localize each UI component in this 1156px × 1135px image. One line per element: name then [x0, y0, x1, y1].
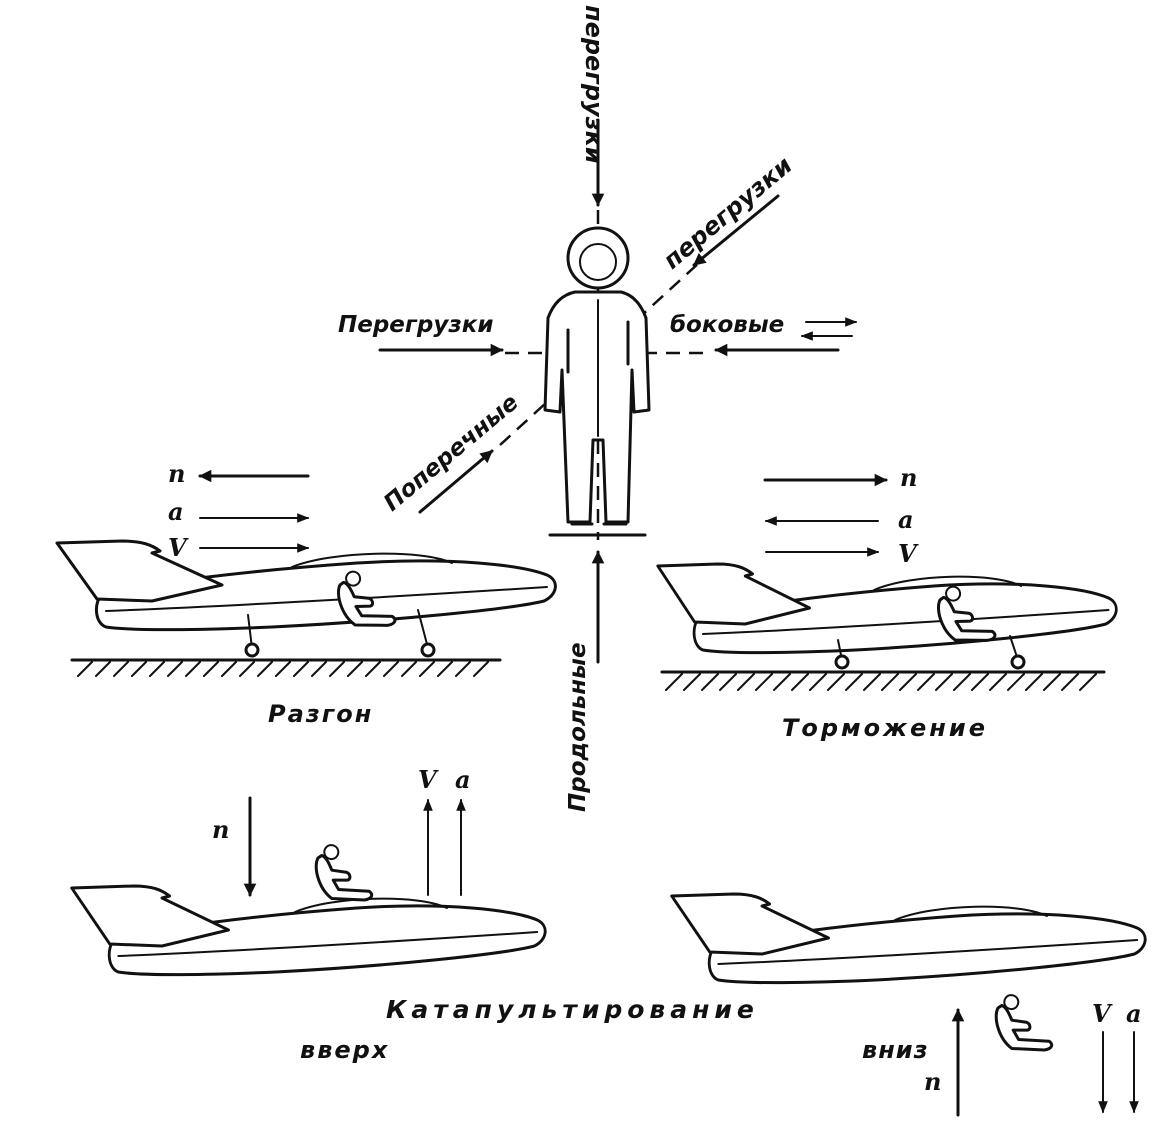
symbol-v: V — [418, 765, 439, 794]
label-peregruzki-left: Перегрузки — [338, 312, 493, 338]
label-prodolnye: Продольные — [565, 642, 591, 812]
label-bokovye: боковые — [670, 312, 784, 338]
label-peregruzki-diagonal: перегрузки — [658, 151, 798, 275]
symbol-n: n — [168, 459, 185, 488]
symbol-a: a — [168, 497, 184, 526]
symbol-n: n — [212, 815, 229, 844]
arrow-icon — [418, 449, 494, 514]
aircraft-icon — [670, 892, 1147, 985]
symbol-v: V — [168, 533, 189, 562]
arrow-icon — [692, 194, 780, 267]
pilot-figure: перегрузки перегрузки Перегрузки боковые… — [338, 5, 858, 812]
helmet-icon — [566, 226, 630, 290]
label-katapultirovanie: Катапультирование — [386, 995, 759, 1024]
aircraft-icon — [656, 562, 1118, 655]
label-poperechnye: Поперечные — [379, 390, 523, 517]
ejection-seat-icon — [311, 838, 374, 908]
label-razgon: Разгон — [268, 700, 373, 728]
label-vniz: вниз — [862, 1036, 929, 1064]
symbol-n: n — [900, 463, 917, 492]
symbol-a: a — [1126, 999, 1142, 1028]
symbol-a: a — [898, 505, 914, 534]
label-peregruzki-vertical: перегрузки — [580, 5, 608, 164]
ejection-seat-icon — [991, 988, 1054, 1058]
ejection-down-panel: вниз n V a — [670, 892, 1147, 1117]
label-tormozhenie: Торможение — [782, 714, 988, 742]
symbol-a: a — [455, 765, 471, 794]
ejection-up-panel: n V a вверх — [70, 765, 547, 1064]
braking-panel: n a V Торможение — [656, 463, 1118, 742]
aircraft-icon — [70, 884, 547, 977]
symbol-v: V — [898, 539, 919, 568]
acceleration-panel: n a V Разгон — [55, 459, 557, 728]
aircraft-icon — [55, 539, 557, 632]
symbol-v: V — [1092, 999, 1113, 1028]
label-vverh: вверх — [300, 1036, 389, 1064]
symbol-n: n — [924, 1067, 941, 1096]
